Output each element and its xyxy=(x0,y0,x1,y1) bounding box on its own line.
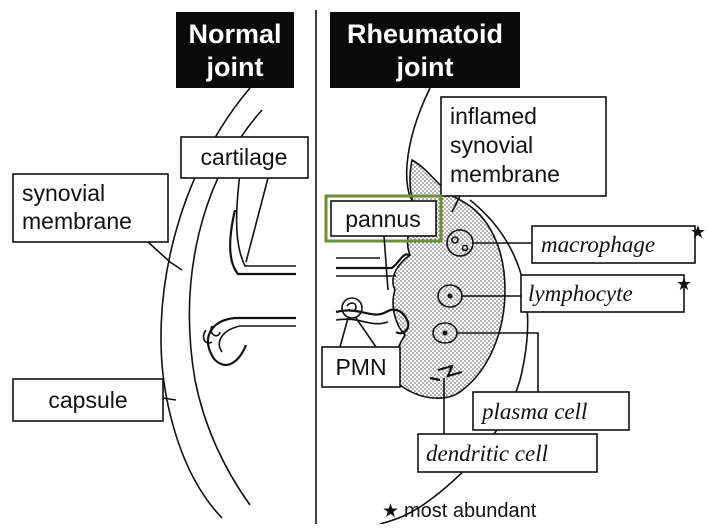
synovial-membrane-label-line1: synovial xyxy=(22,180,105,206)
lymphocyte-nucleus xyxy=(448,294,453,299)
pannus-label: pannus xyxy=(345,206,420,232)
macrophage-label: macrophage xyxy=(541,232,655,257)
lymphocyte-star: ★ xyxy=(676,274,692,294)
normal-bone-texture xyxy=(204,326,220,343)
synovial-membrane-label-line2: membrane xyxy=(22,208,132,234)
plasma-cell-label: plasma cell xyxy=(480,399,587,424)
plasma-cell-nucleus xyxy=(443,331,448,336)
rheumatoid-joint-panel: Rheumatoid joint inflamed synovial xyxy=(322,12,706,524)
synovial-membrane-leader xyxy=(148,242,182,270)
pmn-label: PMN xyxy=(335,354,386,380)
normal-upper-bone xyxy=(230,210,296,274)
cartilage-label: cartilage xyxy=(201,144,288,170)
legend-star: ★ xyxy=(382,501,399,522)
pannus-leader xyxy=(384,236,388,290)
normal-lower-cartilage xyxy=(219,326,296,352)
capsule-leader xyxy=(163,398,176,400)
normal-title-line1: Normal xyxy=(188,19,281,49)
rheumatoid-title-line1: Rheumatoid xyxy=(347,19,503,49)
macrophage-star: ★ xyxy=(690,222,706,242)
normal-title-line2: joint xyxy=(206,52,264,82)
capsule-label: capsule xyxy=(48,387,127,413)
pmn-cell xyxy=(342,298,362,318)
normal-joint-panel: Normal joint cartilage synovial membrane… xyxy=(13,12,308,518)
legend-text: most abundant xyxy=(404,500,537,522)
normal-lower-bone xyxy=(208,318,296,365)
dendritic-cell-label: dendritic cell xyxy=(426,441,548,466)
rheumatoid-title-line2: joint xyxy=(396,52,454,82)
inflamed-label-line1: inflamed xyxy=(450,103,537,129)
lymphocyte-label: lymphocyte xyxy=(528,281,633,306)
inflamed-label-line2: synovial xyxy=(450,132,533,158)
inflamed-label-line3: membrane xyxy=(450,161,560,187)
cartilage-leader xyxy=(246,178,268,262)
ra-lower-cartilage xyxy=(336,319,388,324)
